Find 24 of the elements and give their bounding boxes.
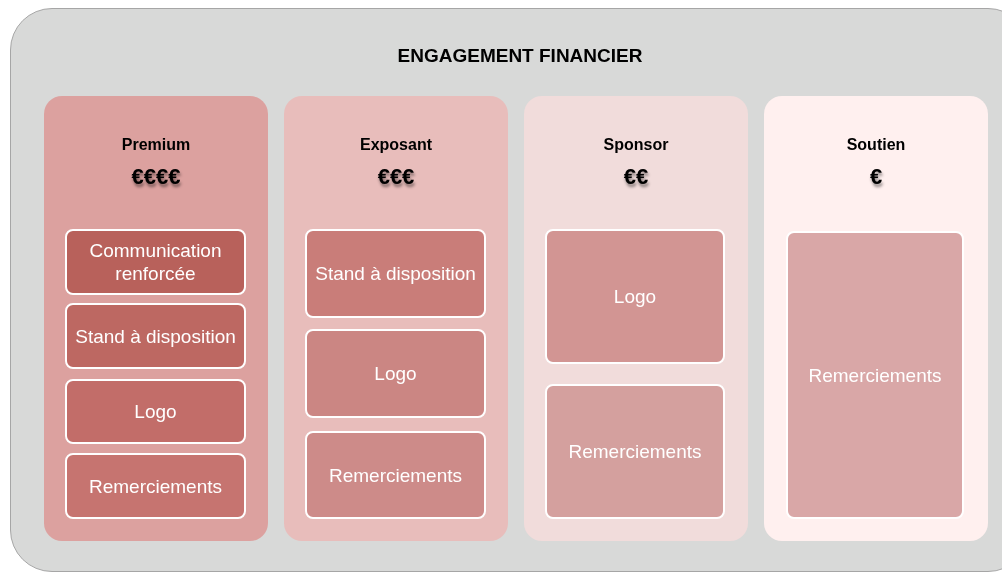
panel-title: ENGAGEMENT FINANCIER bbox=[396, 45, 644, 67]
tier-name: Sponsor bbox=[602, 136, 670, 154]
tier-name: Premium bbox=[120, 136, 192, 154]
group-panel bbox=[10, 8, 1002, 572]
price-level: €€€ bbox=[376, 164, 416, 190]
benefit-box: Remerciements bbox=[65, 453, 246, 519]
benefit-box: Stand à disposition bbox=[65, 303, 246, 369]
tier-column bbox=[284, 96, 508, 541]
price-level: €€€€ bbox=[130, 164, 182, 190]
price-level: €€ bbox=[622, 164, 650, 190]
benefit-box: Remerciements bbox=[545, 384, 725, 519]
benefit-box: Remerciements bbox=[786, 231, 964, 519]
tier-column bbox=[764, 96, 988, 541]
benefit-box: Communication renforcée bbox=[65, 229, 246, 295]
benefit-box: Logo bbox=[545, 229, 725, 364]
tier-column bbox=[524, 96, 748, 541]
benefit-box: Remerciements bbox=[305, 431, 486, 519]
benefit-box: Stand à disposition bbox=[305, 229, 486, 318]
benefit-box: Logo bbox=[65, 379, 246, 444]
tier-name: Exposant bbox=[359, 136, 433, 154]
price-level: € bbox=[868, 164, 884, 190]
benefit-box: Logo bbox=[305, 329, 486, 418]
tier-column bbox=[44, 96, 268, 541]
tier-name: Soutien bbox=[845, 136, 907, 154]
